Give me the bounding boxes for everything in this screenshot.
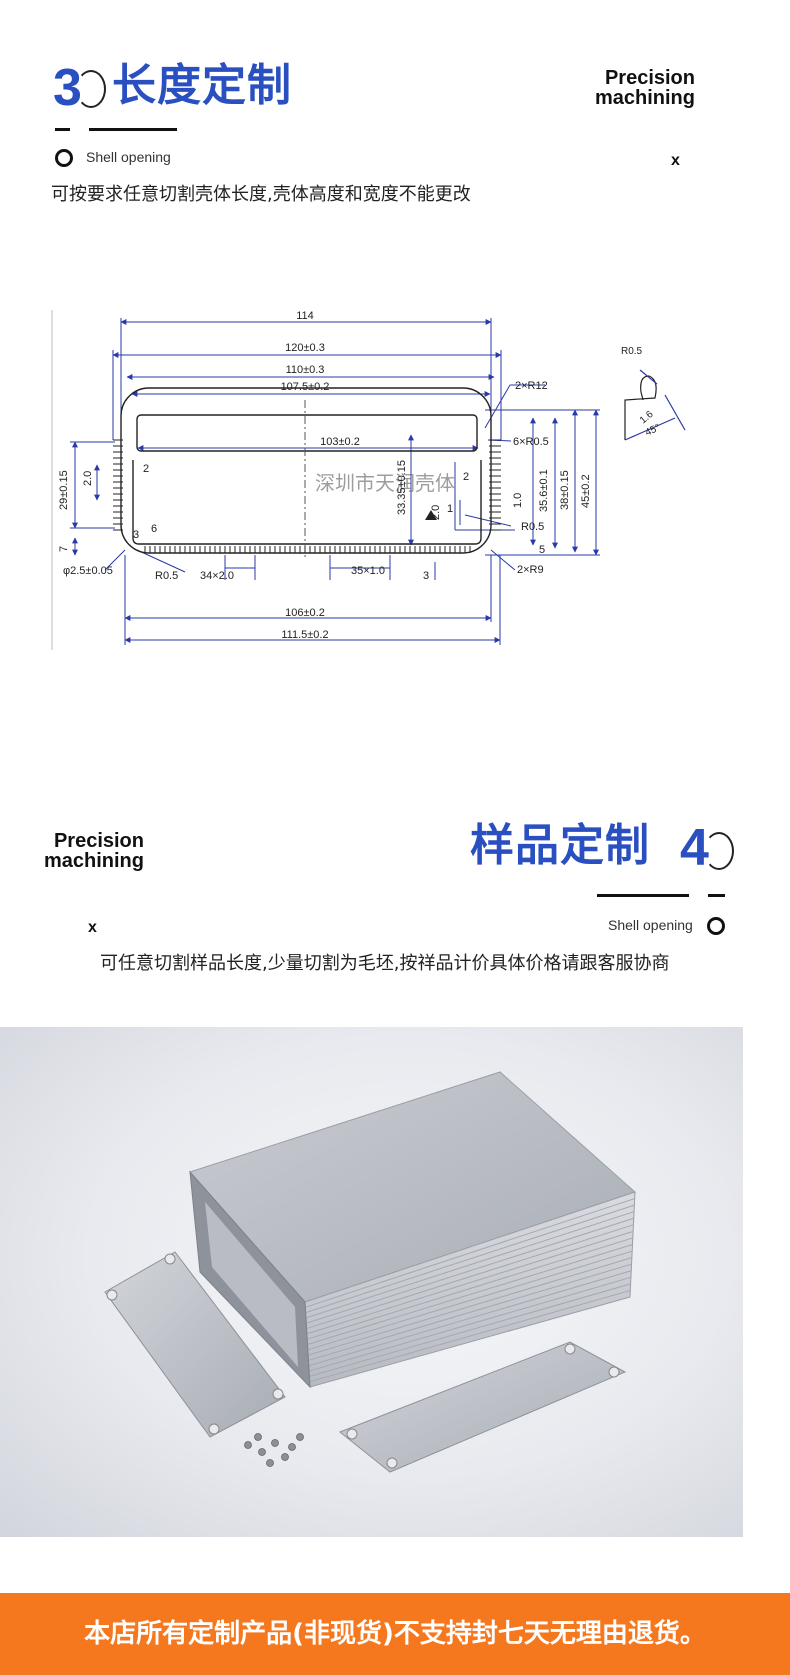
dim-3335: 33.35±0.15 xyxy=(396,460,408,515)
fin-line xyxy=(307,1250,633,1351)
dim-5: 5 xyxy=(539,544,545,556)
dim-35x1: 35×1.0 xyxy=(351,565,385,577)
section3-short-bar xyxy=(55,128,70,131)
dim-1: 1 xyxy=(447,503,453,515)
section4-description: 可任意切割样品长度,少量切割为毛坯,按祥品计价具体价格请跟客服协商 xyxy=(100,953,670,974)
section4-short-bar xyxy=(708,894,725,897)
dim-phi: φ2.5±0.05 xyxy=(63,565,113,577)
dim-111: 111.5±0.2 xyxy=(281,629,328,641)
section3-title: 长度定制 xyxy=(112,60,292,111)
fin-line xyxy=(306,1224,634,1330)
footer-banner: 本店所有定制产品(非现货)不支持封七天无理由退货。 xyxy=(0,1593,790,1675)
fin-line xyxy=(306,1217,634,1324)
section4-precision-label: Precision machining xyxy=(40,831,144,871)
dim-2xr12: 2×R12 xyxy=(515,380,548,392)
dim-3-bottom: 3 xyxy=(423,570,429,582)
fin-line xyxy=(305,1204,635,1314)
section4-shell-opening: Shell opening xyxy=(608,917,693,933)
dim-38: 38±0.15 xyxy=(559,470,571,510)
precision-line1: Precision xyxy=(604,67,695,89)
enclosure-illustration xyxy=(104,1071,636,1473)
dim-6xr05: 6×R0.5 xyxy=(513,436,549,448)
section4-x-mark: x xyxy=(88,919,97,936)
datum-triangle xyxy=(425,510,437,520)
footer-notice: 本店所有定制产品(非现货)不支持封七天无理由退货。 xyxy=(84,1619,706,1649)
dim-2-left: 2 xyxy=(143,463,149,475)
fin-line xyxy=(309,1289,631,1383)
fin-line xyxy=(308,1263,632,1361)
section3-description: 可按要求任意切割壳体长度,壳体高度和宽度不能更改 xyxy=(51,184,471,205)
fin-line xyxy=(309,1283,631,1377)
detail-view xyxy=(624,369,686,441)
fin-line xyxy=(305,1211,635,1319)
section3-number-arc xyxy=(76,70,106,108)
fin-line xyxy=(306,1230,634,1335)
fin-line xyxy=(307,1257,633,1356)
section4-long-bar xyxy=(597,894,689,897)
fin-line xyxy=(308,1276,632,1372)
section3-precision-label: Precision machining xyxy=(595,68,695,108)
dim-45: 45±0.2 xyxy=(580,474,592,508)
dim-106: 106±0.2 xyxy=(285,607,325,619)
section4-circle-icon xyxy=(707,917,725,935)
detail-r05: R0.5 xyxy=(621,346,643,357)
dim-7: 7 xyxy=(58,546,70,552)
product-photo xyxy=(0,1027,743,1537)
section4-number-arc xyxy=(704,832,734,870)
screws xyxy=(244,1433,304,1467)
section3-x-mark: x xyxy=(671,152,680,169)
section3-long-bar xyxy=(89,128,177,131)
dim-2xr9: 2×R9 xyxy=(517,564,544,576)
fin-line xyxy=(307,1237,633,1340)
precision-line2: machining xyxy=(594,87,695,109)
section3-shell-opening: Shell opening xyxy=(86,149,171,165)
enclosure-fins-right xyxy=(489,439,501,531)
dim-107: 107.5±0.2 xyxy=(281,381,330,393)
enclosure-side-fins xyxy=(305,1198,635,1383)
fin-line xyxy=(307,1244,633,1345)
fin-line xyxy=(305,1198,635,1308)
dim-34x2: 34×2.0 xyxy=(200,570,234,582)
dimension-lines xyxy=(51,310,600,650)
dim-114: 114 xyxy=(296,310,314,322)
technical-drawing: 深圳市天润壳体 114 120±0.3 110±0.3 107.5±0.2 10… xyxy=(51,310,686,650)
dim-2-right: 2 xyxy=(463,471,469,483)
enclosure-fins-bottom xyxy=(144,546,471,553)
dim-20-left: 2.0 xyxy=(82,471,94,486)
dim-6: 6 xyxy=(151,523,157,535)
dim-103: 103±0.2 xyxy=(320,436,360,448)
precision-line2: machining xyxy=(43,850,144,872)
fin-line xyxy=(308,1270,632,1367)
dim-120: 120±0.3 xyxy=(285,342,325,354)
section4-title: 样品定制 xyxy=(470,820,650,871)
section3-circle-icon xyxy=(55,149,73,167)
dim-10: 1.0 xyxy=(512,493,524,508)
dim-r05-left: R0.5 xyxy=(155,570,178,582)
dim-r05-right: R0.5 xyxy=(521,521,544,533)
dim-356: 35.6±0.1 xyxy=(538,469,550,512)
dim-110: 110±0.3 xyxy=(286,364,325,376)
dim-29: 29±0.15 xyxy=(58,470,70,510)
drawing-watermark: 深圳市天润壳体 xyxy=(315,471,455,495)
enclosure-fins-left xyxy=(113,439,123,531)
dim-3-left: 3 xyxy=(133,529,139,541)
precision-line1: Precision xyxy=(53,830,144,852)
